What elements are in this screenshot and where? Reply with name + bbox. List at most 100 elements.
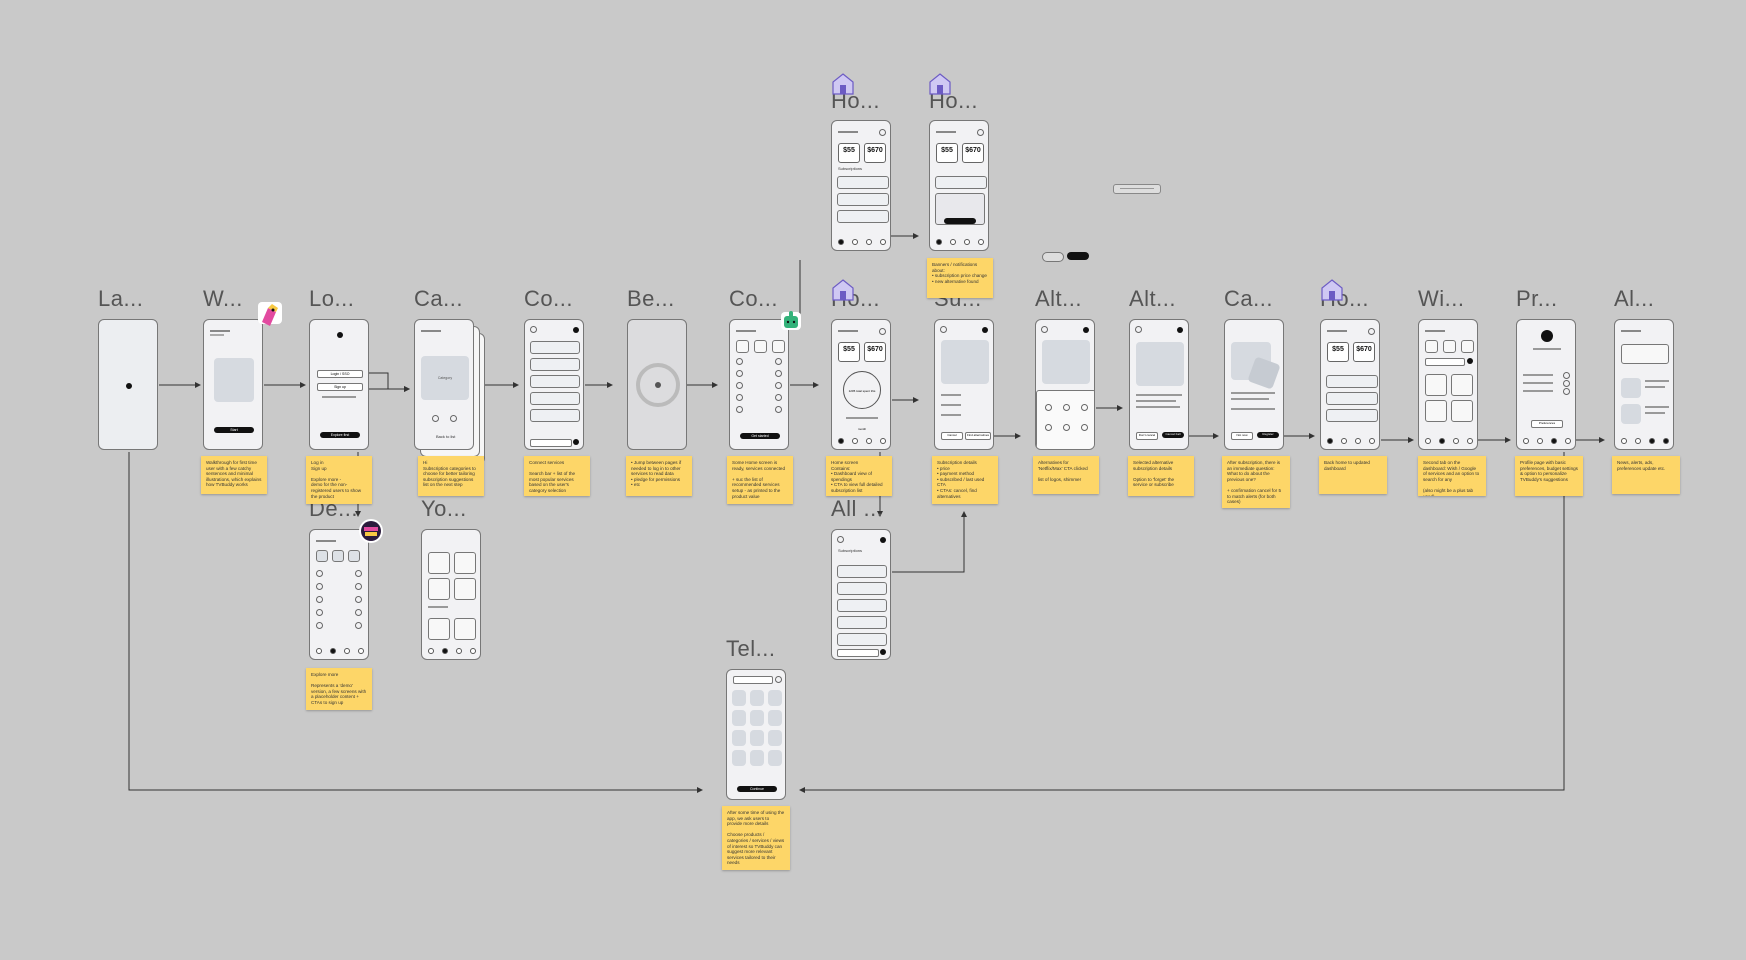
screen-between[interactable] bbox=[627, 319, 687, 450]
cancel-button[interactable]: Cancel bbox=[941, 432, 963, 440]
search-icon[interactable] bbox=[1467, 358, 1473, 364]
close-icon[interactable] bbox=[775, 676, 782, 683]
subscription-row[interactable] bbox=[935, 176, 987, 189]
interest-tile[interactable] bbox=[768, 750, 782, 766]
avatar[interactable] bbox=[573, 327, 579, 333]
nav-search[interactable] bbox=[442, 648, 448, 654]
nav-search[interactable] bbox=[852, 239, 858, 245]
screen-tell-us-more[interactable]: Continue bbox=[726, 669, 786, 800]
screen-home-banner-2[interactable]: $55 $670 bbox=[929, 120, 989, 251]
toggle-on[interactable] bbox=[1067, 252, 1089, 260]
screen-home-banner-1[interactable]: $55 $670 Subscriptions bbox=[831, 120, 891, 251]
wish-card[interactable] bbox=[1425, 374, 1447, 396]
search-input[interactable] bbox=[733, 676, 773, 684]
wish-card[interactable] bbox=[1425, 400, 1447, 422]
check-icon[interactable] bbox=[775, 382, 782, 389]
interest-tile[interactable] bbox=[750, 710, 764, 726]
toggle-icon[interactable] bbox=[1563, 372, 1570, 379]
list-card[interactable] bbox=[454, 618, 476, 640]
nav-profile[interactable] bbox=[880, 239, 886, 245]
search-icon[interactable] bbox=[573, 439, 579, 445]
nav-search[interactable] bbox=[330, 648, 336, 654]
alt-logo[interactable] bbox=[1081, 424, 1088, 431]
nav-home[interactable] bbox=[316, 648, 322, 654]
search-input[interactable] bbox=[530, 439, 572, 447]
get-started-button[interactable]: Get started bbox=[740, 433, 780, 439]
check-icon[interactable] bbox=[355, 609, 362, 616]
search-input[interactable] bbox=[837, 649, 879, 657]
wish-card[interactable] bbox=[1451, 374, 1473, 396]
nav-alerts[interactable] bbox=[344, 648, 350, 654]
screen-landing[interactable] bbox=[98, 319, 158, 450]
nav-home[interactable] bbox=[1523, 438, 1529, 444]
alt-logo[interactable] bbox=[1063, 424, 1070, 431]
screen-cancel-previous[interactable]: Not now Register bbox=[1224, 319, 1284, 450]
list-card[interactable] bbox=[428, 618, 450, 640]
not-now-button[interactable]: Not now bbox=[1231, 432, 1253, 440]
nav-profile[interactable] bbox=[1565, 438, 1571, 444]
nav-profile[interactable] bbox=[978, 239, 984, 245]
nav-alerts[interactable] bbox=[456, 648, 462, 654]
profile-icon[interactable] bbox=[879, 328, 886, 335]
screen-all-subscriptions[interactable]: Subscriptions bbox=[831, 529, 891, 660]
start-button[interactable]: Start bbox=[214, 427, 254, 433]
service-row[interactable] bbox=[530, 341, 580, 354]
search-input[interactable] bbox=[1425, 358, 1465, 366]
nav-search[interactable] bbox=[1439, 438, 1445, 444]
category-tile[interactable] bbox=[736, 340, 749, 353]
nav-search[interactable] bbox=[1341, 438, 1347, 444]
interest-tile[interactable] bbox=[750, 730, 764, 746]
nav-profile[interactable] bbox=[1663, 438, 1669, 444]
nav-alerts[interactable] bbox=[964, 239, 970, 245]
screen-alternatives-list[interactable] bbox=[1035, 319, 1095, 450]
check-icon[interactable] bbox=[355, 596, 362, 603]
service-row[interactable] bbox=[530, 392, 580, 405]
list-card[interactable] bbox=[454, 578, 476, 600]
alt-logo[interactable] bbox=[1063, 404, 1070, 411]
nav-search[interactable] bbox=[852, 438, 858, 444]
subscribe-button[interactable]: Cancel Fall bbox=[1162, 432, 1184, 438]
screen-demo[interactable] bbox=[309, 529, 369, 660]
subscription-row[interactable] bbox=[837, 193, 889, 206]
category-card[interactable]: Category bbox=[421, 356, 469, 400]
interest-tile[interactable] bbox=[732, 690, 746, 706]
check-icon[interactable] bbox=[355, 570, 362, 577]
check-icon[interactable] bbox=[775, 370, 782, 377]
toggle-icon[interactable] bbox=[1563, 388, 1570, 395]
screen-walkthrough[interactable]: Start bbox=[203, 319, 263, 450]
profile-icon[interactable] bbox=[1368, 328, 1375, 335]
interest-tile[interactable] bbox=[768, 730, 782, 746]
wish-card[interactable] bbox=[1451, 400, 1473, 422]
alt-logo[interactable] bbox=[1081, 404, 1088, 411]
alt-logo[interactable] bbox=[1045, 424, 1052, 431]
preferences-button[interactable]: Preferences bbox=[1531, 420, 1563, 428]
interest-tile[interactable] bbox=[732, 710, 746, 726]
screen-wishlist[interactable] bbox=[1418, 319, 1478, 450]
subscription-row[interactable] bbox=[1326, 392, 1378, 405]
alt-logo[interactable] bbox=[1045, 404, 1052, 411]
subscription-row[interactable] bbox=[837, 633, 887, 646]
nav-home[interactable] bbox=[838, 239, 844, 245]
dont-cancel-button[interactable]: Don't cancel bbox=[1136, 432, 1158, 440]
screen-subscription-details[interactable]: Cancel Find alternatives bbox=[934, 319, 994, 450]
category-tile[interactable] bbox=[772, 340, 785, 353]
register-button[interactable]: Register bbox=[1257, 432, 1279, 438]
back-icon[interactable] bbox=[837, 536, 844, 543]
screen-login[interactable]: Login / SSO Sign up Explore first bbox=[309, 319, 369, 450]
interest-tile[interactable] bbox=[732, 730, 746, 746]
interest-tile[interactable] bbox=[768, 710, 782, 726]
subscription-row[interactable] bbox=[837, 210, 889, 223]
interest-tile[interactable] bbox=[750, 750, 764, 766]
back-icon[interactable] bbox=[1041, 326, 1048, 333]
explore-button[interactable]: Explore first bbox=[320, 432, 360, 438]
nav-profile[interactable] bbox=[880, 438, 886, 444]
back-icon[interactable] bbox=[1135, 326, 1142, 333]
list-card[interactable] bbox=[428, 552, 450, 574]
nav-profile[interactable] bbox=[1369, 438, 1375, 444]
nav-home[interactable] bbox=[936, 239, 942, 245]
view-all-link[interactable] bbox=[846, 417, 878, 419]
avatar[interactable] bbox=[1083, 327, 1089, 333]
nav-search[interactable] bbox=[950, 239, 956, 245]
banner-action-button[interactable] bbox=[944, 218, 976, 224]
nav-search[interactable] bbox=[1635, 438, 1641, 444]
